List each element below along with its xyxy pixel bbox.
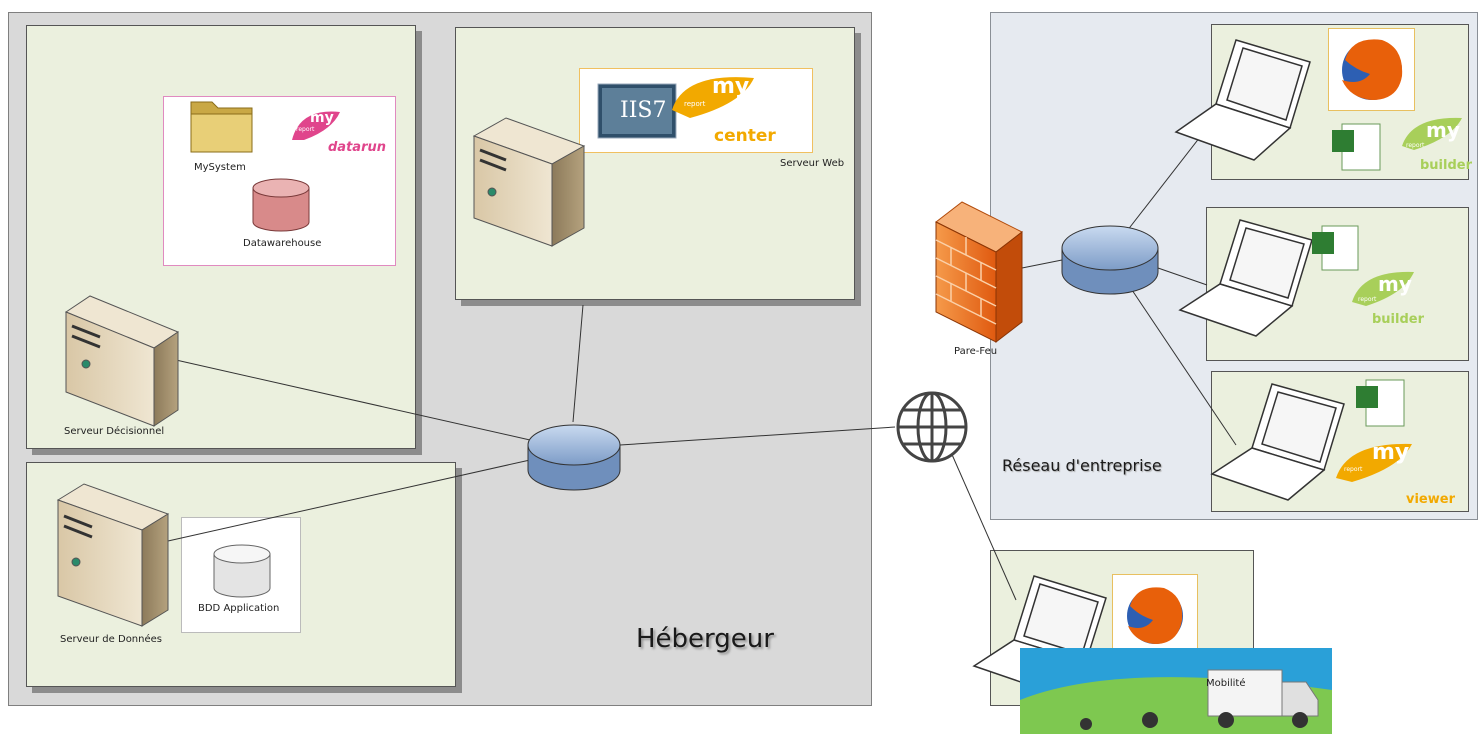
iis7-logo (597, 83, 677, 139)
folder-icon (190, 101, 253, 153)
hub-entreprise (1061, 225, 1159, 295)
builder1-my-text: my (1426, 118, 1460, 142)
excel-icon-3 (1356, 379, 1405, 427)
datawarehouse-db-icon (252, 178, 310, 232)
myreport-builder-logo-1 (1402, 117, 1462, 150)
builder2-text: builder (1372, 312, 1425, 327)
entreprise-title: Réseau d'entreprise (1002, 456, 1162, 475)
builder2-report-text: report (1358, 296, 1377, 303)
datarun-logo (292, 111, 340, 140)
laptop-icon-3 (1210, 383, 1345, 501)
firewall-icon (935, 201, 1023, 344)
hebergeur-title: Hébergeur (636, 624, 774, 654)
internet-globe-icon (896, 391, 968, 463)
viewer-text: viewer (1406, 492, 1455, 507)
viewer-report-text: report (1344, 466, 1363, 473)
builder2-my-text: my (1378, 272, 1412, 296)
center-my-text: my (712, 74, 750, 99)
excel-icon-1 (1332, 123, 1381, 171)
bdd-application-label: BDD Application (198, 603, 280, 614)
serveur-decisionnel-label: Serveur Décisionnel (64, 426, 165, 437)
serveur-web-label: Serveur Web (780, 158, 845, 169)
laptop-icon-1 (1174, 39, 1311, 161)
viewer-my-text: my (1372, 440, 1410, 465)
laptop-icon-2 (1178, 219, 1313, 337)
excel-icon-2 (1312, 225, 1359, 271)
firefox-icon-1 (1342, 39, 1403, 100)
iis7-text: IIS7 (620, 98, 667, 123)
pare-feu-label: Pare-Feu (954, 346, 998, 357)
builder1-text: builder (1420, 158, 1473, 173)
datarun-my-text: my (310, 110, 334, 126)
hub-hebergeur (527, 424, 621, 491)
bdd-db-icon (213, 544, 271, 598)
datawarehouse-label: Datawarehouse (243, 238, 322, 249)
serveur-donnees-label: Serveur de Données (60, 634, 162, 645)
myreport-center-logo (672, 77, 754, 118)
center-report-text: report (684, 100, 706, 108)
mysystem-label: MySystem (194, 162, 246, 173)
server-donnees-icon (56, 483, 170, 627)
mobilite-label: Mobilité (1206, 678, 1246, 689)
server-web-icon (472, 117, 586, 247)
center-text: center (714, 126, 776, 146)
datarun-report-text: report (296, 126, 315, 133)
connection-lines (167, 109, 1237, 601)
builder1-report-text: report (1406, 142, 1425, 149)
mobility-truck-banner (1020, 648, 1332, 734)
server-decisionnel-icon (64, 295, 180, 427)
myreport-viewer-logo (1336, 443, 1412, 482)
myreport-builder-logo-2 (1352, 271, 1414, 306)
datarun-text: datarun (328, 140, 386, 155)
firefox-icon-mobile (1127, 587, 1183, 644)
